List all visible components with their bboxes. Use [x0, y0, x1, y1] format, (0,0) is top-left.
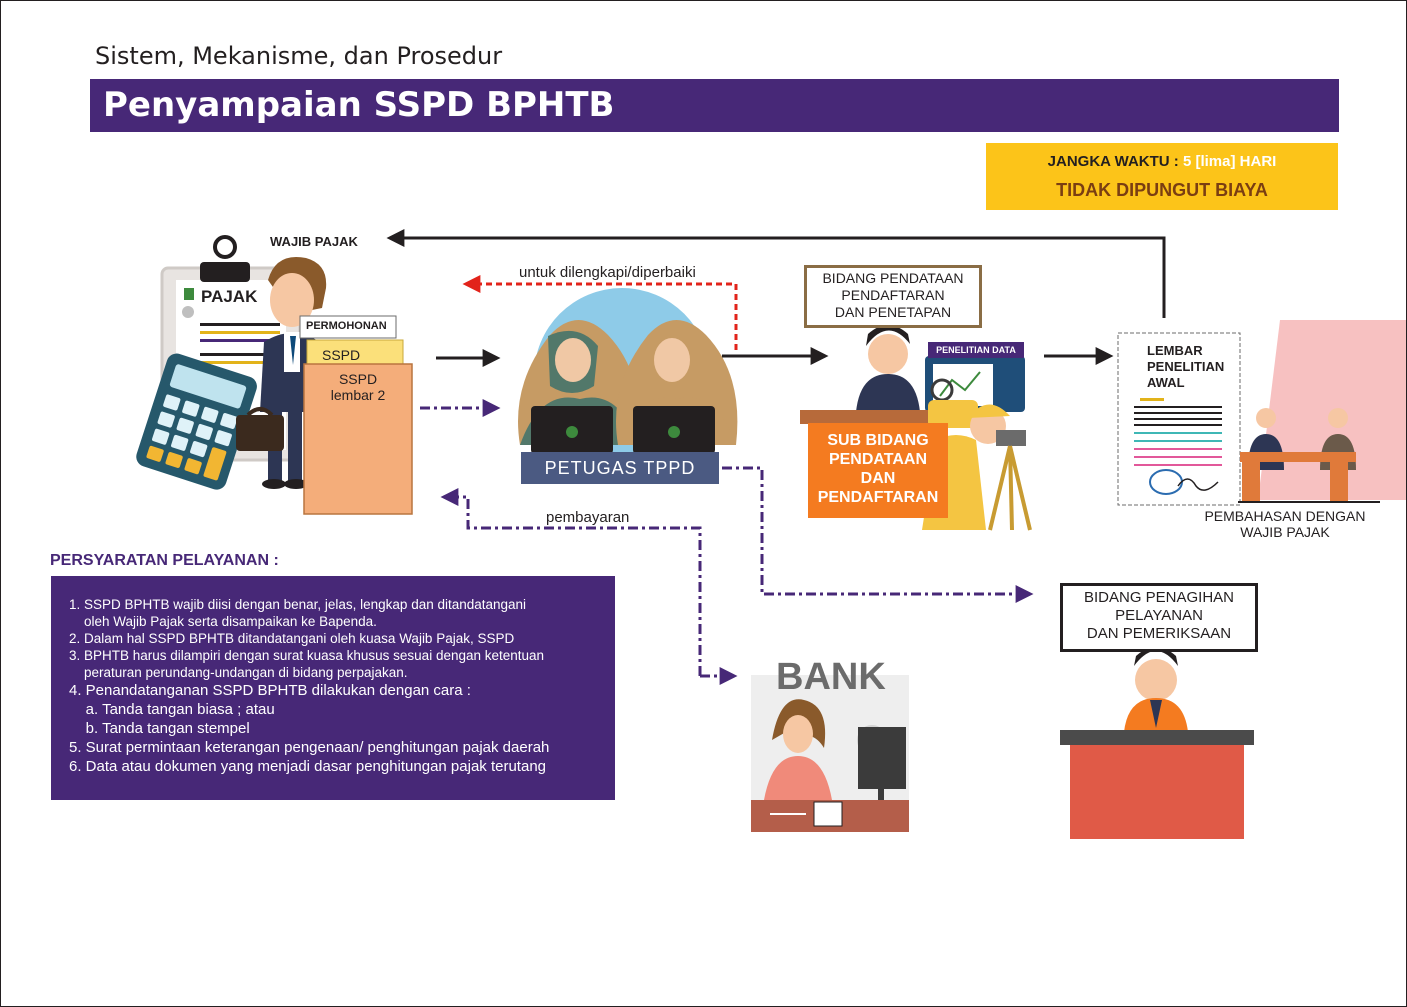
bank-label: BANK	[776, 656, 886, 698]
pajak-board-label: PAJAK	[201, 287, 258, 306]
wajib-pajak-label: WAJIB PAJAK	[270, 234, 358, 249]
bank-illustration	[751, 675, 909, 832]
arrow-pembayaran	[440, 488, 702, 676]
page-subtitle: Sistem, Mekanisme, dan Prosedur	[95, 42, 503, 70]
lembar-line1: LEMBAR	[1147, 343, 1203, 358]
bidang-penagihan-line2: PELAYANAN	[1115, 607, 1203, 624]
petugas-label: PETUGAS TPPD	[521, 452, 719, 484]
requirements-box: 1. SSPD BPHTB wajib diisi dengan benar, …	[51, 576, 615, 800]
bidang-penagihan-line1: BIDANG PENAGIHAN	[1083, 589, 1235, 606]
surveyor-illustration	[800, 325, 1032, 531]
penagihan-illustration	[1060, 647, 1254, 839]
meeting-illustration	[1238, 408, 1380, 503]
lembar-line2: PENELITIAN	[1147, 359, 1225, 374]
page-title: Penyampaian SSPD BPHTB	[103, 85, 615, 125]
lembar-line3: AWAL	[1147, 375, 1185, 390]
title-bar	[90, 79, 1339, 132]
requirement-item: oleh Wajib Pajak serta disampaikan ke Ba…	[69, 614, 377, 629]
requirement-item: 1. SSPD BPHTB wajib diisi dengan benar, …	[69, 597, 527, 612]
sspd-lembar2-label: SSPD lembar 2	[304, 371, 412, 403]
bidang-pendataan-line1: BIDANG PENDATAAN	[822, 270, 964, 286]
connectors	[386, 229, 1166, 685]
pembahasan-label: PEMBAHASAN DENGAN WAJIB PAJAK	[1190, 508, 1380, 540]
requirement-item: a. Tanda tangan biasa ; atau	[69, 701, 275, 718]
lembar-label: LEMBAR PENELITIAN AWAL	[1147, 343, 1224, 391]
pembahasan-line1: PEMBAHASAN DENGAN	[1204, 508, 1366, 524]
sub-bidang-line4: PENDAFTARAN	[817, 489, 939, 506]
pembahasan-line2: WAJIB PAJAK	[1240, 524, 1330, 540]
arrow-lembar-to-wajib	[386, 229, 1166, 318]
time-label: JANGKA WAKTU	[1047, 153, 1170, 170]
requirement-item: 4. Penandatanganan SSPD BPHTB dilakukan …	[69, 682, 471, 699]
requirement-item: 3. BPHTB harus dilampiri dengan surat ku…	[69, 648, 545, 663]
sspd-lembar2-paper	[303, 363, 413, 515]
fee-label: TIDAK DIPUNGUT BIAYA	[1056, 180, 1268, 200]
sspd-lembar2-line1: SSPD	[338, 371, 378, 387]
time-label-row: JANGKA WAKTU : 5 [lima] HARI	[986, 153, 1338, 170]
requirement-item: b. Tanda tangan stempel	[69, 720, 250, 737]
time-value: 5 [lima] HARI	[1182, 153, 1277, 170]
calculator-icon	[136, 353, 257, 490]
sspd-label: SSPD	[322, 347, 361, 363]
requirements-list: 1. SSPD BPHTB wajib diisi dengan benar, …	[69, 596, 609, 776]
permohonan-label: PERMOHONAN	[306, 320, 387, 332]
penelitian-data-label: PENELITIAN DATA	[928, 342, 1024, 358]
requirement-item: peraturan perundang-undangan di bidang p…	[69, 665, 408, 680]
permohonan-paper	[299, 315, 397, 339]
bidang-penagihan-box: BIDANG PENAGIHAN PELAYANAN DAN PEMERIKSA…	[1060, 583, 1258, 652]
arrow-to-penagihan	[722, 466, 1034, 603]
time-box	[986, 143, 1338, 210]
time-separator: :	[1169, 153, 1183, 170]
sub-bidang-line3: DAN	[860, 470, 896, 487]
edge-label-dilengkapi: untuk dilengkapi/diperbaiki	[519, 264, 696, 281]
edge-label-pembayaran: pembayaran	[546, 509, 630, 526]
sspd-lembar2-line2: lembar 2	[330, 387, 386, 403]
requirement-item: 2. Dalam hal SSPD BPHTB ditandatangani o…	[69, 631, 515, 646]
bidang-penagihan-line3: DAN PEMERIKSAAN	[1086, 625, 1232, 642]
requirement-item: 6. Data atau dokumen yang menjadi dasar …	[69, 758, 547, 775]
sub-bidang-line1: SUB BIDANG	[827, 432, 929, 449]
bidang-pendataan-box: BIDANG PENDATAAN PENDAFTARAN DAN PENETAP…	[804, 265, 982, 328]
bidang-pendataan-line2: PENDAFTARAN	[841, 287, 945, 303]
bidang-pendataan-line3: DAN PENETAPAN	[834, 304, 952, 320]
sub-bidang-line2: PENDATAAN	[828, 451, 928, 468]
sub-bidang-box: SUB BIDANG PENDATAAN DAN PENDAFTARAN	[808, 423, 948, 518]
arrow-dilengkapi	[462, 275, 738, 350]
petugas-illustration	[518, 288, 738, 464]
requirements-title: PERSYARATAN PELAYANAN :	[50, 552, 279, 569]
requirement-item: 5. Surat permintaan keterangan pengenaan…	[69, 739, 550, 756]
